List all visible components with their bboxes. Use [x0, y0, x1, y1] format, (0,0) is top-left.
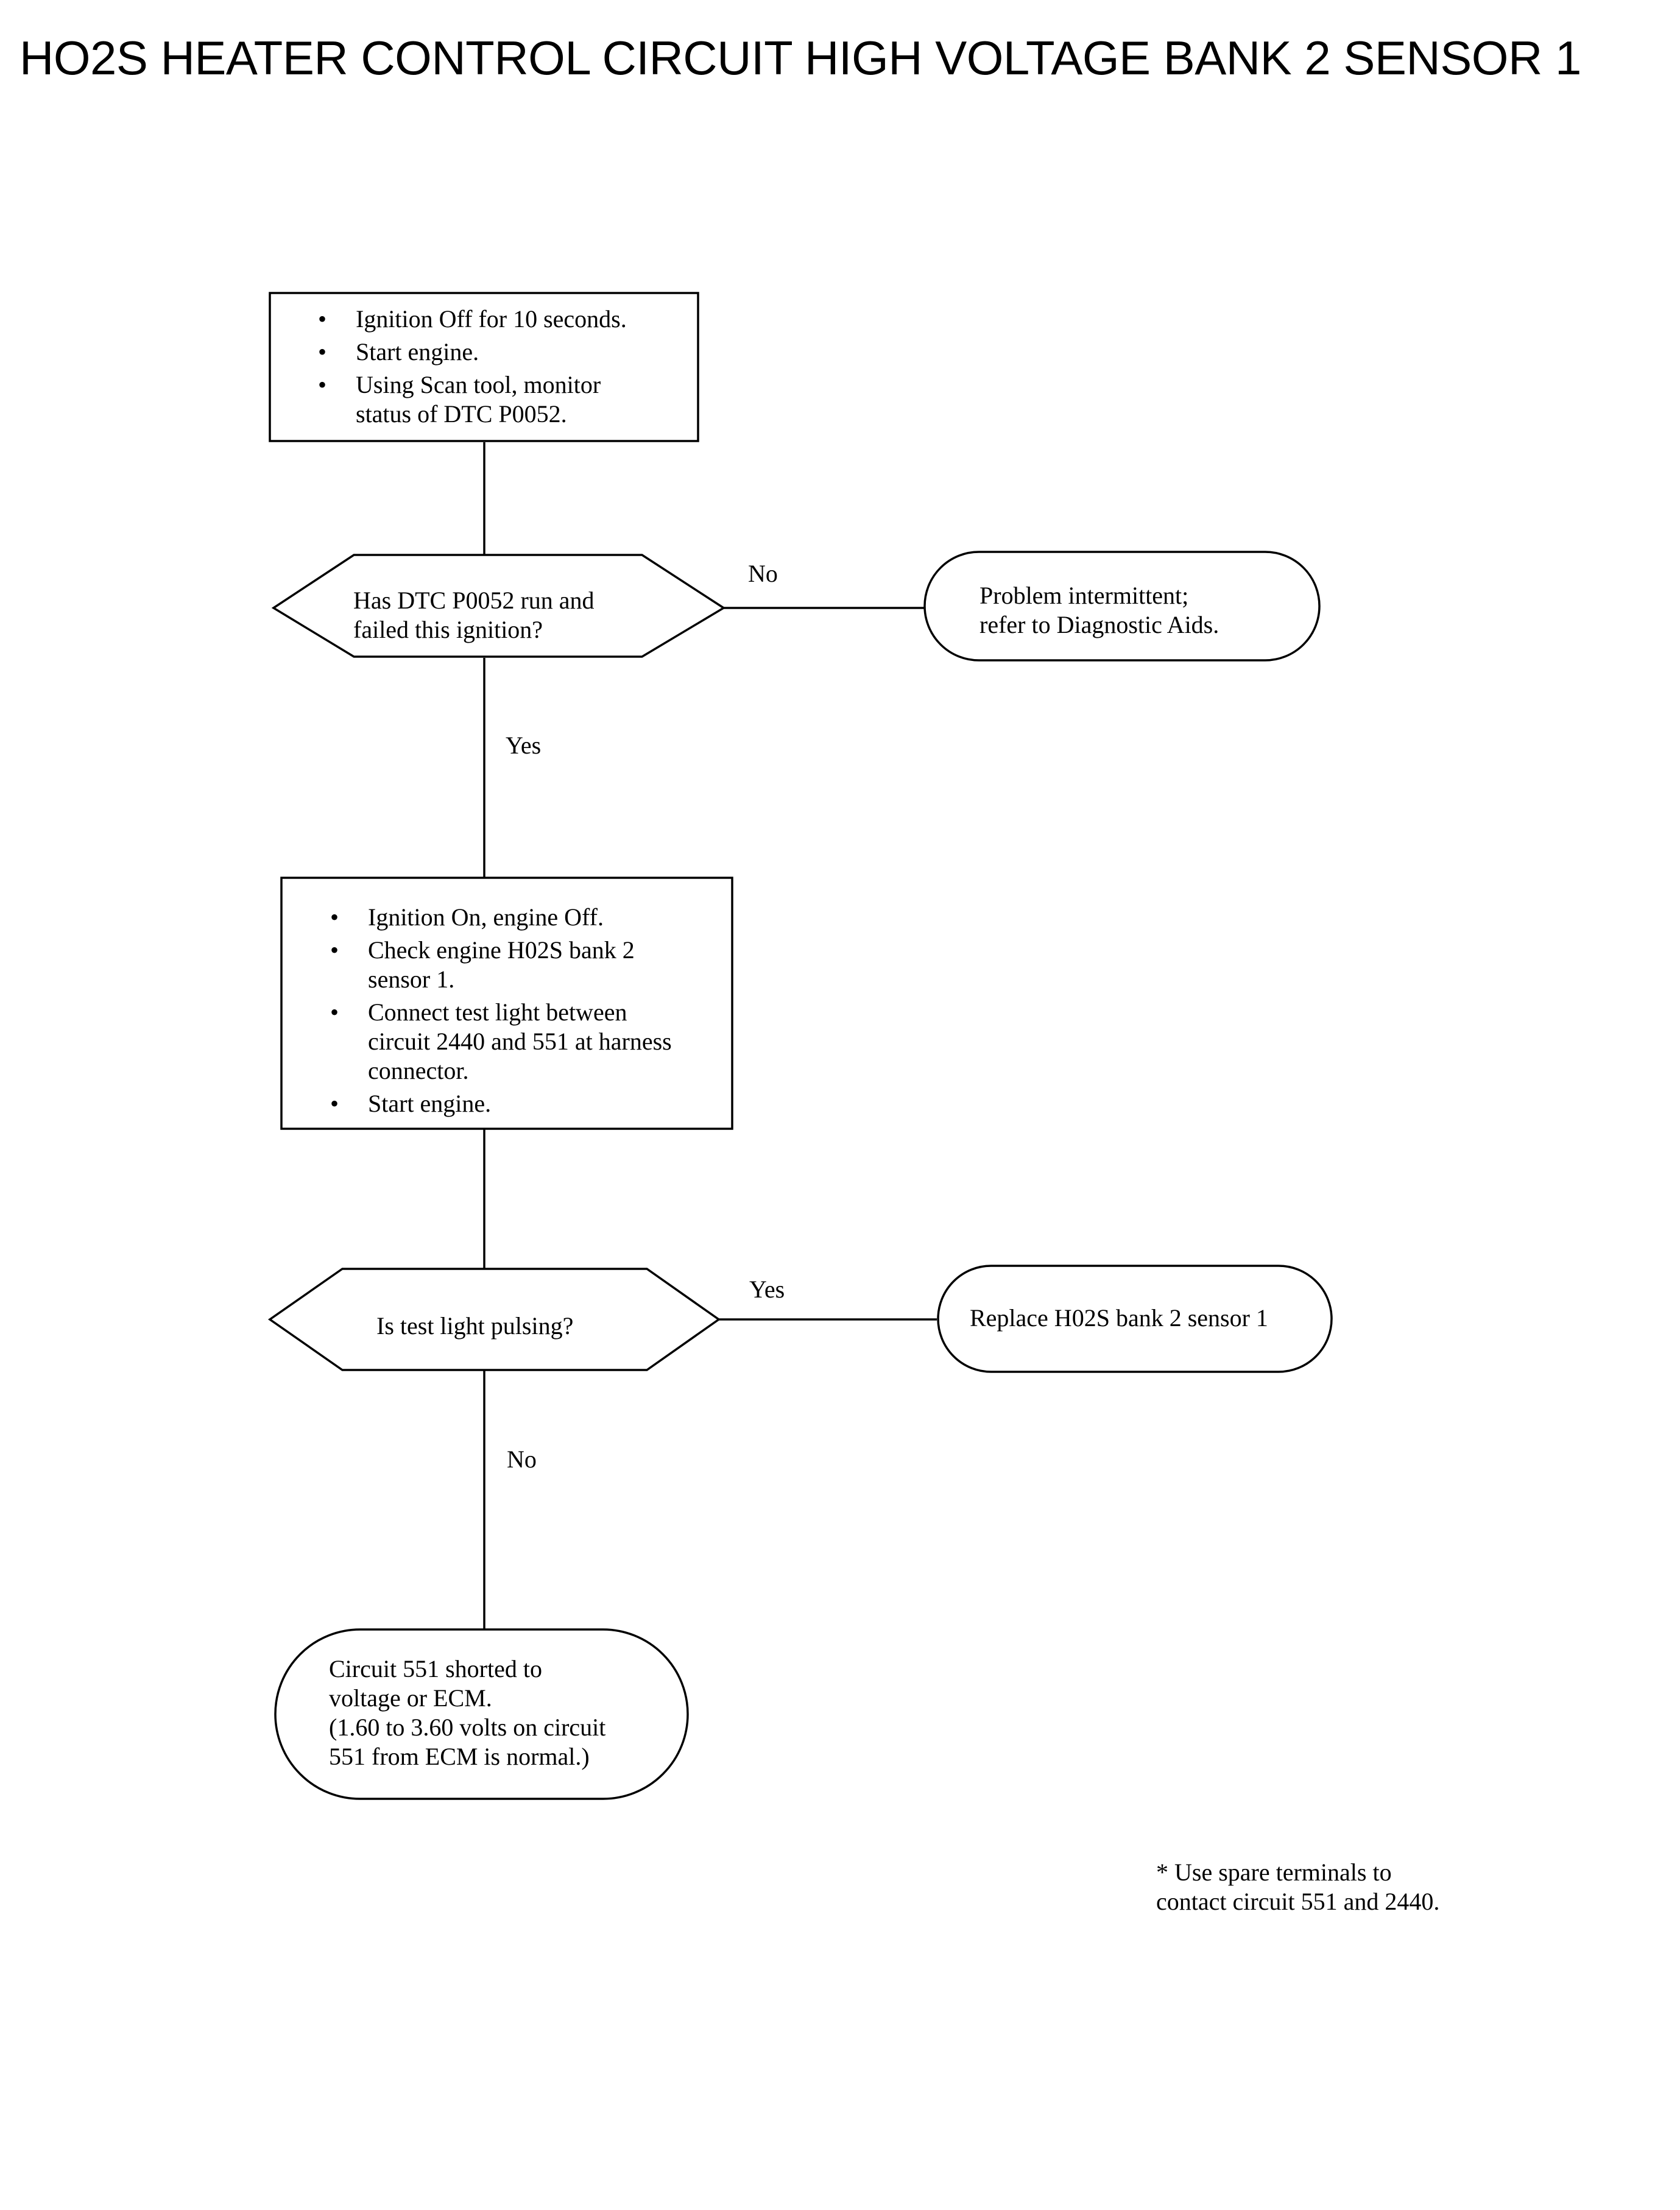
decision1-no-label: No — [748, 560, 778, 587]
decision1-question: Has DTC P0052 run and failed this igniti… — [353, 587, 595, 643]
step2-list-container: Ignition On, engine Off. Check engine H0… — [330, 903, 672, 1122]
step2-item: Check engine H02S bank 2 sensor 1. — [330, 936, 672, 994]
step1-item: Ignition Off for 10 seconds. — [318, 305, 627, 334]
step2-item: Start engine. — [330, 1089, 672, 1118]
step2-item: Connect test light between circuit 2440 … — [330, 998, 672, 1086]
result-short-text: Circuit 551 shorted to voltage or ECM. (… — [329, 1655, 606, 1770]
step2-bullet-list: Ignition On, engine Off. Check engine H0… — [330, 903, 672, 1118]
step1-item: Start engine. — [318, 337, 627, 367]
result-short-terminator — [274, 1628, 689, 1800]
decision2-yes-label: Yes — [749, 1276, 785, 1303]
step2-item: Ignition On, engine Off. — [330, 903, 672, 932]
decision2-hexagon — [267, 1268, 721, 1371]
step1-list-container: Ignition Off for 10 seconds. Start engin… — [318, 305, 627, 432]
page-title: HO2S HEATER CONTROL CIRCUIT HIGH VOLTAGE… — [19, 31, 1581, 85]
result-intermittent-text: Problem intermittent; refer to Diagnosti… — [979, 582, 1219, 638]
decision2-question: Is test light pulsing? — [376, 1312, 574, 1340]
result-replace-terminator — [937, 1265, 1333, 1373]
decision1-hexagon — [271, 554, 726, 658]
decision2-no-label: No — [507, 1446, 537, 1473]
step1-item: Using Scan tool, monitor status of DTC P… — [318, 370, 627, 429]
decision1-yes-label: Yes — [506, 732, 542, 759]
result-intermittent-terminator — [923, 551, 1321, 662]
footnote-text: * Use spare terminals to contact circuit… — [1156, 1859, 1440, 1915]
result-replace-text: Replace H02S bank 2 sensor 1 — [970, 1304, 1268, 1332]
step1-bullet-list: Ignition Off for 10 seconds. Start engin… — [318, 305, 627, 429]
